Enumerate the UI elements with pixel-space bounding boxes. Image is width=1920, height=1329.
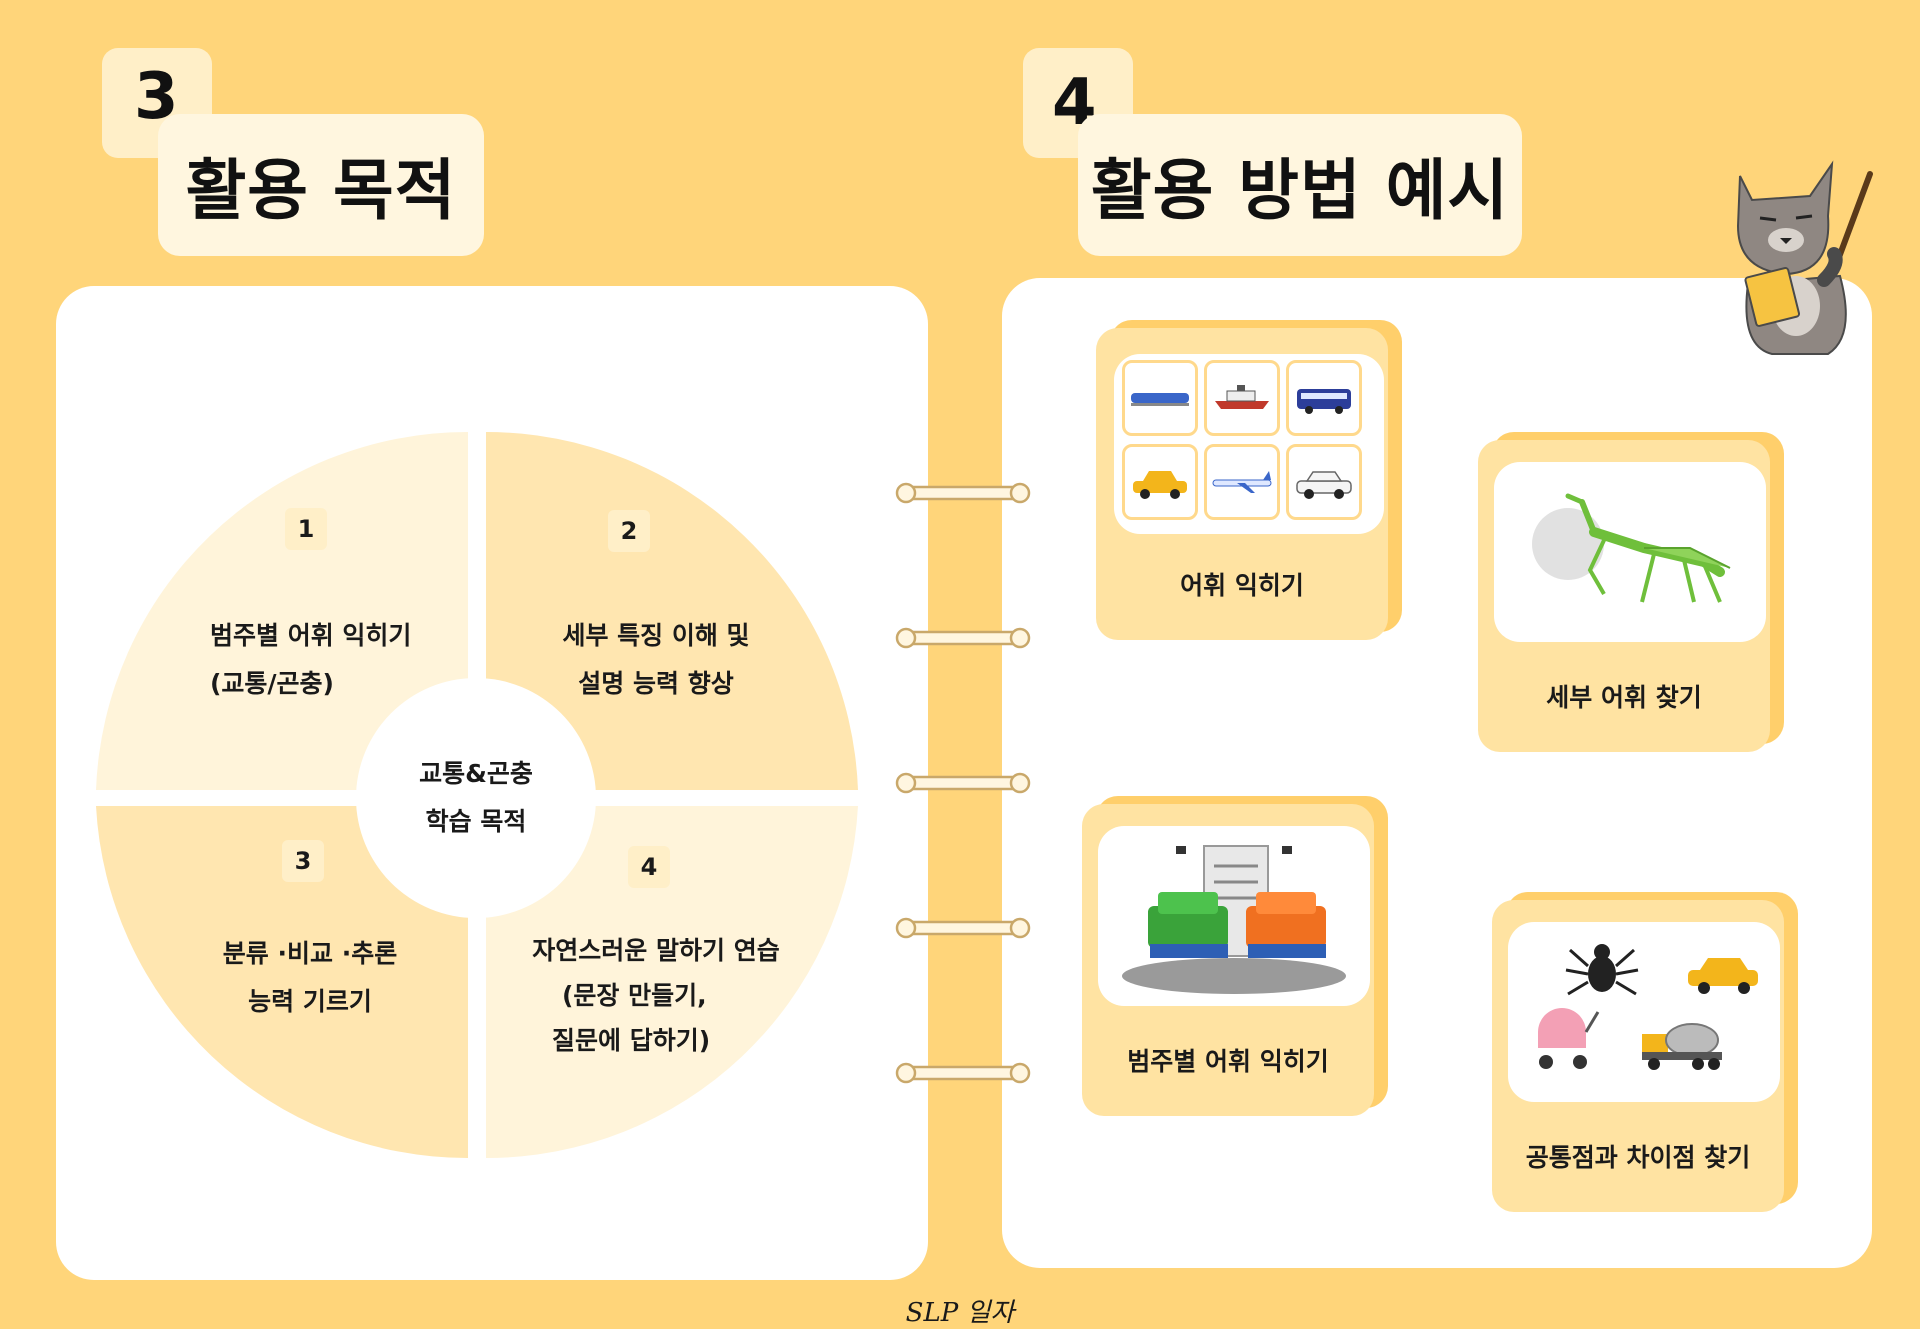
binder-ring	[895, 627, 1031, 649]
airplane-thumb	[1204, 444, 1280, 520]
card-label: 공통점과 차이점 찾기	[1525, 1143, 1751, 1172]
section4-title: 활용 방법 예시	[1090, 152, 1510, 229]
example-card-vocabulary: 어휘 익히기	[1096, 320, 1402, 640]
pie-num-4: 4	[628, 846, 670, 888]
binder-ring	[895, 482, 1031, 504]
taxi-icon	[1133, 471, 1187, 499]
taxi-icon	[1688, 958, 1758, 994]
car-thumb	[1286, 444, 1362, 520]
ship-thumb	[1204, 360, 1280, 436]
pie-num-2: 2	[608, 510, 650, 552]
train-thumb	[1122, 360, 1198, 436]
pie-text-4: 자연스러운 말하기 연습 (문장 만들기, 질문에 답하기)	[496, 928, 816, 1063]
ship-icon	[1215, 385, 1269, 409]
bus-icon	[1297, 389, 1351, 414]
section4-title-box: 활용 방법 예시	[1078, 114, 1522, 256]
section3-title: 활용 목적	[185, 152, 457, 229]
pie-text-1-line2: (교통/곤충)	[210, 669, 334, 698]
cat-mascot-icon	[1736, 160, 1873, 355]
pie-text-2: 세부 특징 이해 및 설명 능력 향상	[496, 612, 816, 708]
pie-center	[356, 678, 596, 918]
example-card-detail: 세부 어휘 찾기	[1478, 432, 1784, 752]
card-label: 범주별 어휘 익히기	[1127, 1047, 1329, 1076]
pie-text-3: 분류 ·비교 ·추론 능력 기르기	[150, 930, 470, 1026]
vehicle-grid	[1114, 354, 1384, 534]
cement-truck-icon	[1642, 1023, 1722, 1070]
showroom-cars-icon	[1122, 845, 1346, 994]
card-label: 세부 어휘 찾기	[1546, 683, 1702, 712]
binder-ring	[895, 772, 1031, 794]
pie-text-3-line2: 능력 기르기	[248, 987, 372, 1016]
train-icon	[1131, 393, 1189, 406]
binder-ring	[895, 917, 1031, 939]
pie-quadrant-2	[486, 431, 858, 790]
cars-picture	[1098, 826, 1370, 1006]
pie-text-2-line1: 세부 특징 이해 및	[562, 621, 750, 650]
pie-num-1: 1	[285, 508, 327, 550]
pie-center-line1: 교통&곤충	[419, 759, 533, 788]
pie-text-4-line1: 자연스러운 말하기 연습	[532, 936, 780, 965]
pie-text-1: 범주별 어휘 익히기 (교통/곤충)	[150, 612, 430, 708]
spider-icon	[1565, 944, 1639, 996]
pie-text-1-line1: 범주별 어휘 익히기	[210, 621, 412, 650]
car-icon	[1296, 471, 1352, 499]
compare-items-icon	[1538, 944, 1758, 1070]
example-card-compare: 공통점과 차이점 찾기	[1492, 892, 1798, 1212]
pie-center-line2: 학습 목적	[425, 807, 527, 836]
stroller-icon	[1538, 1008, 1600, 1069]
pie-text-2-line2: 설명 능력 향상	[578, 669, 734, 698]
binder-ring	[895, 1062, 1031, 1084]
mantis-icon	[1532, 493, 1731, 603]
taxi-thumb	[1122, 444, 1198, 520]
example-card-category: 범주별 어휘 익히기	[1082, 796, 1388, 1116]
signature: SLP 일자	[905, 1298, 1015, 1328]
bus-thumb	[1286, 360, 1362, 436]
pie-quadrant-3	[96, 806, 468, 1159]
airplane-icon	[1212, 471, 1272, 493]
purpose-pie	[96, 431, 858, 1159]
pie-text-4-line3: 질문에 답하기)	[552, 1026, 711, 1055]
pie-num-3: 3	[282, 840, 324, 882]
mantis-picture	[1494, 462, 1766, 642]
card-label: 어휘 익히기	[1180, 571, 1304, 600]
pie-center-text: 교통&곤충 학습 목적	[356, 750, 596, 846]
pie-quadrant-1	[96, 431, 468, 790]
pie-text-4-line2: (문장 만들기,	[562, 981, 707, 1010]
pie-quadrant-4	[486, 806, 858, 1159]
compare-picture	[1508, 922, 1780, 1102]
section3-title-box: 활용 목적	[158, 114, 484, 256]
pie-text-3-line1: 분류 ·비교 ·추론	[222, 939, 398, 968]
